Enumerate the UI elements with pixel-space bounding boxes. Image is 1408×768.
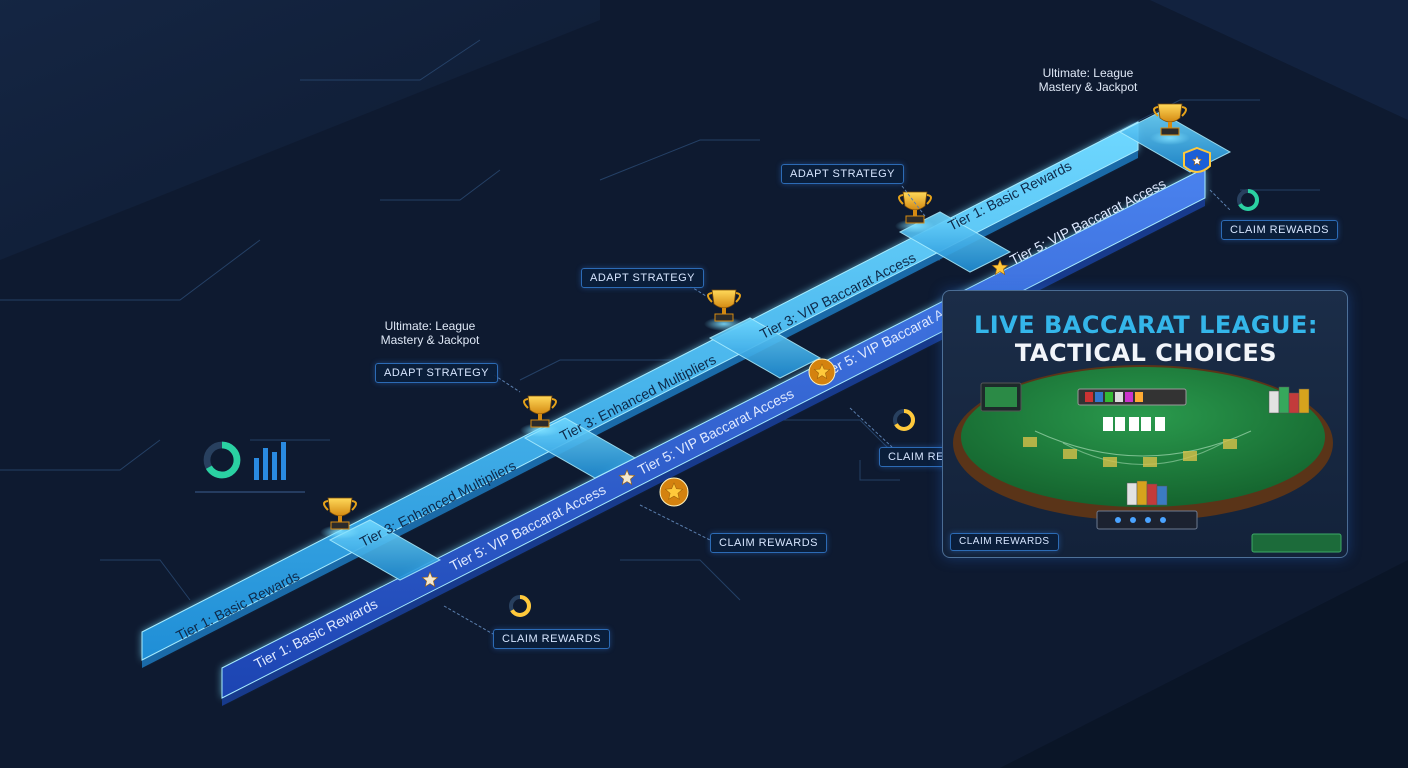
trophy-icon (520, 395, 560, 437)
leader-line (443, 605, 494, 635)
donut-chart-icon (1236, 188, 1260, 212)
star-icon (421, 571, 439, 588)
star-icon (991, 259, 1009, 276)
leader-line (849, 407, 893, 448)
bar (254, 458, 259, 480)
circuit-line (519, 359, 700, 381)
baccarat-table-illustration (953, 365, 1342, 553)
panel-title: LIVE BACCARAT LEAGUE: (973, 311, 1319, 339)
donut-chart-icon (892, 408, 916, 432)
bar (263, 448, 268, 480)
circuit-line (100, 559, 191, 601)
bar (281, 442, 286, 480)
caption-line: Ultimate: League (1042, 66, 1134, 80)
leader-line (901, 185, 926, 217)
leader-line (689, 285, 707, 297)
bar (272, 452, 277, 480)
track-segment (141, 121, 1139, 661)
claim-rewards-button[interactable]: CLAIM REWARDS (879, 447, 949, 467)
circuit-line (300, 39, 481, 81)
star-icon (808, 358, 836, 386)
adapt-strategy-button[interactable]: ADAPT STRATEGY (581, 268, 705, 288)
leader-line (493, 374, 521, 393)
star-icon (659, 477, 689, 507)
circuit-line (620, 559, 741, 601)
leader-line (639, 504, 711, 541)
trophy-icon (895, 191, 935, 233)
star-icon (618, 469, 636, 486)
adapt-strategy-button[interactable]: ADAPT STRATEGY (781, 164, 905, 184)
circuit-line (0, 439, 161, 471)
circuit-line (599, 139, 760, 181)
claim-rewards-button[interactable]: CLAIM REWARDS (950, 533, 1059, 551)
trophy-icon (320, 497, 360, 539)
trophy-icon (704, 289, 744, 331)
milestone-caption: Ultimate: League Mastery & Jackpot (1018, 66, 1158, 94)
circuit-line (380, 169, 501, 201)
circuit-line (859, 460, 900, 481)
caption-line: Mastery & Jackpot (1038, 80, 1138, 94)
adapt-strategy-button[interactable]: ADAPT STRATEGY (375, 363, 499, 383)
panel-subtitle: TACTICAL CHOICES (1014, 339, 1278, 367)
claim-rewards-button[interactable]: CLAIM REWARDS (710, 533, 827, 553)
circuit-line (0, 239, 261, 301)
caption-line: Ultimate: League (384, 319, 476, 333)
claim-rewards-button[interactable]: CLAIM REWARDS (493, 629, 610, 649)
bar-chart-icon (254, 442, 286, 480)
claim-rewards-button[interactable]: CLAIM REWARDS (1221, 220, 1338, 240)
circuit-line (1099, 99, 1260, 141)
trophy-icon (1150, 103, 1190, 145)
live-baccarat-panel: LIVE BACCARAT LEAGUE: TACTICAL CHOICES (942, 290, 1348, 558)
milestone-caption: Ultimate: League Mastery & Jackpot (360, 319, 500, 347)
star-icon (1191, 155, 1203, 166)
donut-chart-icon (508, 594, 532, 618)
caption-line: Mastery & Jackpot (380, 333, 480, 347)
donut-chart-icon (203, 441, 241, 479)
